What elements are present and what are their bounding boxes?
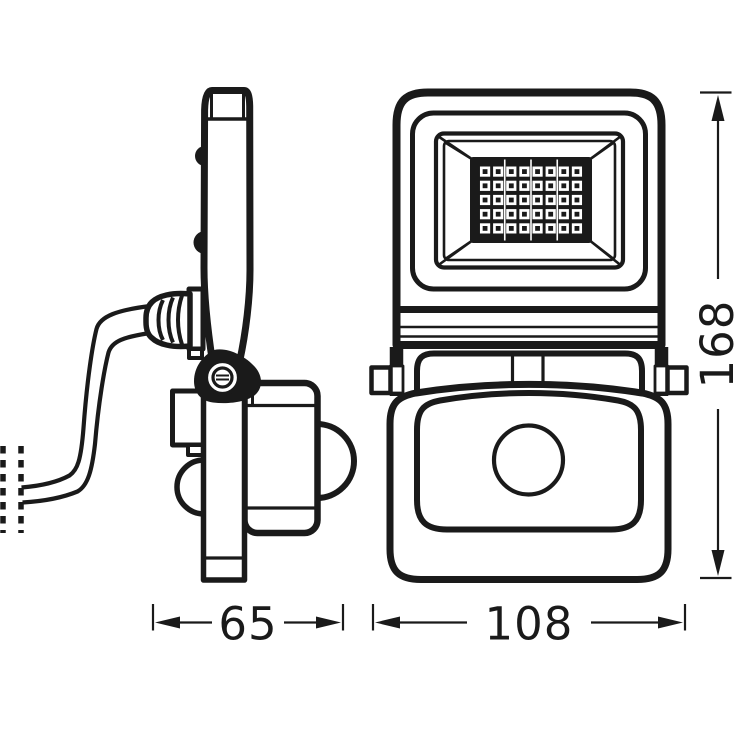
arrow-right-icon — [316, 616, 341, 629]
pivot-screw — [203, 358, 242, 397]
side-clip-lower — [193, 231, 205, 254]
led-chip-core — [482, 183, 488, 189]
led-chip-core — [522, 211, 527, 217]
led-chip-core — [574, 183, 580, 189]
led-chip-core — [522, 197, 527, 203]
front-view — [369, 88, 689, 583]
led-chip-core — [561, 211, 567, 217]
led-chip-core — [482, 169, 488, 174]
led-chip-core — [535, 211, 540, 217]
led-chip-core — [522, 226, 527, 231]
dimension-label-front-width: 108 — [485, 598, 574, 651]
mounting-tab-right — [665, 365, 689, 396]
led-chip-core — [535, 197, 540, 203]
wall-dashed-lines — [0, 446, 24, 533]
sensor-dome-side — [314, 421, 357, 501]
led-chip-core — [522, 183, 527, 189]
pir-lens-circle — [491, 423, 566, 497]
led-chip-core — [548, 183, 554, 189]
reflector-frame — [433, 131, 626, 270]
arrow-left-icon — [375, 616, 400, 629]
led-chip-core — [535, 183, 540, 189]
led-chip-core — [495, 183, 501, 189]
dimension-side-width: 65 — [151, 598, 345, 651]
led-chip-core — [482, 226, 488, 231]
led-chip-core — [574, 197, 580, 203]
power-cable — [21, 303, 151, 505]
led-chip-core — [535, 169, 540, 174]
arrow-up-icon — [711, 95, 725, 121]
led-chip-core — [508, 183, 514, 189]
led-chip-core — [548, 226, 554, 231]
led-chip-core — [508, 197, 514, 203]
dimension-label-side-width: 65 — [218, 598, 277, 651]
led-chip-core — [548, 169, 554, 174]
led-grid — [479, 159, 583, 241]
side-clip-upper — [195, 146, 205, 166]
led-chip-core — [508, 226, 514, 231]
led-chip-core — [482, 211, 488, 217]
side-view — [0, 87, 357, 583]
led-chip-core — [561, 197, 567, 203]
sensor-dome-side-left — [174, 457, 207, 517]
led-chip-core — [495, 211, 501, 217]
led-chip-core — [535, 226, 540, 231]
led-chip-core — [561, 226, 567, 231]
dimension-label-front-height: 168 — [691, 300, 736, 389]
mounting-tab-left — [369, 365, 393, 396]
led-chip-core — [508, 211, 514, 217]
pivot-joint — [194, 349, 261, 404]
arrow-right-icon — [658, 616, 683, 629]
sensor-module-side — [241, 379, 357, 537]
led-chip-core — [561, 183, 567, 189]
dimension-front-width: 108 — [371, 598, 687, 651]
led-chip-core — [482, 197, 488, 203]
led-chip-core — [495, 226, 501, 231]
sensor-side-left — [170, 388, 207, 517]
bracket-arm-side — [200, 393, 248, 583]
led-chip-core — [495, 197, 501, 203]
led-chip-core — [574, 169, 580, 174]
cable-gland — [143, 286, 206, 360]
led-chip-core — [522, 169, 527, 174]
led-chip-core — [548, 197, 554, 203]
bracket-arms-front — [369, 347, 689, 396]
led-chip-core — [548, 211, 554, 217]
arrow-down-icon — [711, 550, 725, 576]
arrow-left-icon — [155, 616, 180, 629]
led-chip-core — [574, 226, 580, 231]
dimension-front-height: 168 — [691, 91, 736, 580]
led-chip-core — [508, 169, 514, 174]
led-chip-core — [561, 169, 567, 174]
led-chip-core — [495, 169, 501, 174]
led-chip-core — [574, 211, 580, 217]
